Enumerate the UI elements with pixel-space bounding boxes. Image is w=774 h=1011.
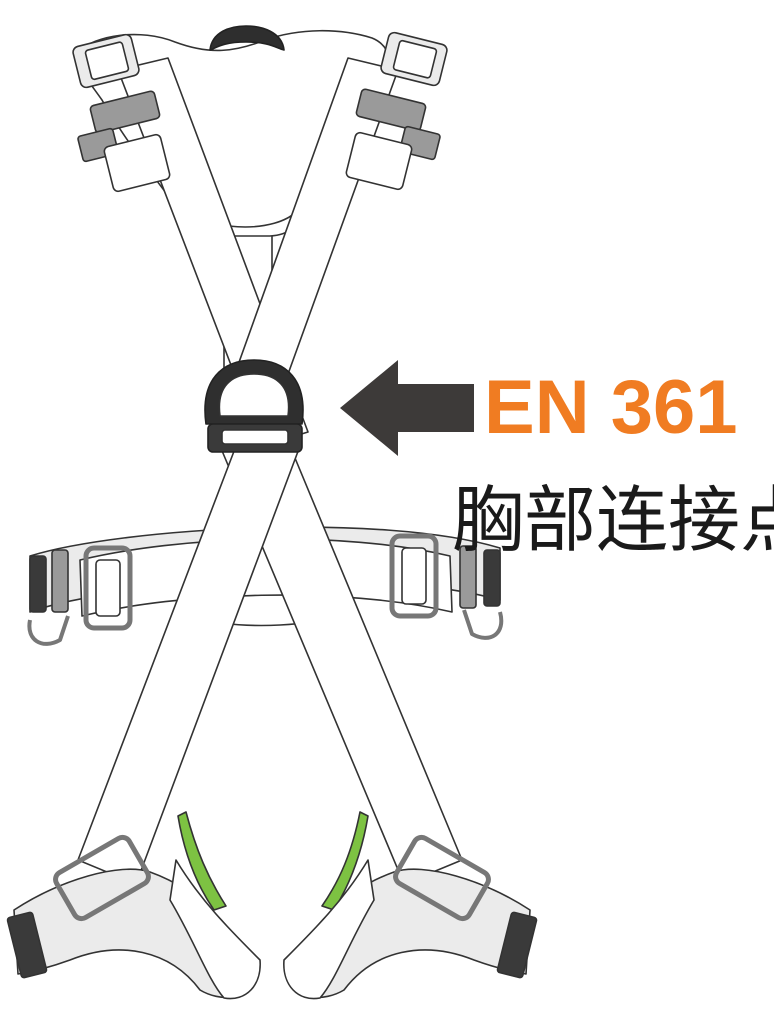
left-arrow-icon bbox=[340, 360, 474, 456]
d-ring-icon bbox=[204, 359, 304, 453]
belt-buckle-right bbox=[389, 533, 504, 640]
belt-buckle-left bbox=[27, 545, 133, 646]
green-accent-left bbox=[177, 811, 227, 911]
shoulder-buckle-right bbox=[345, 31, 448, 191]
shoulder-buckle-left bbox=[72, 33, 171, 193]
leg-loop-right bbox=[283, 834, 538, 1000]
attachment-point-label: 胸部连接点 bbox=[452, 478, 774, 562]
haul-loop bbox=[209, 25, 285, 51]
standard-label: EN 361 bbox=[484, 365, 738, 450]
leg-loop-left bbox=[6, 834, 261, 1000]
leg-strap-right-to-left bbox=[77, 445, 301, 885]
